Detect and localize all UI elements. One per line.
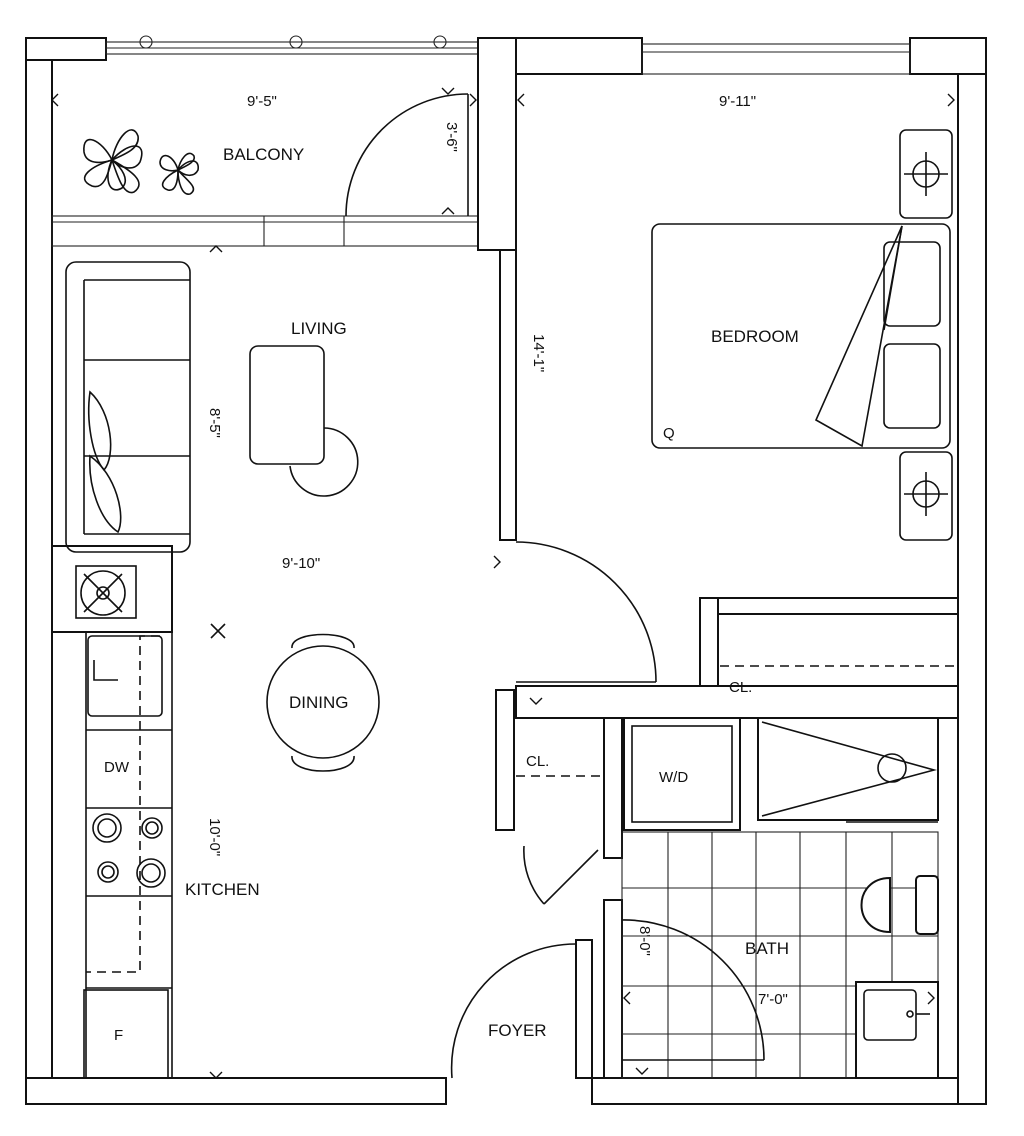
room-label-foyer: FOYER <box>488 1021 547 1040</box>
dishwasher-label: DW <box>104 759 130 776</box>
toilet <box>860 875 939 935</box>
wall-bottom-right <box>591 1077 987 1105</box>
stove-burner <box>97 861 119 883</box>
wall-living-kitchen <box>51 545 173 633</box>
kitchen-counter <box>83 631 173 1079</box>
wall-foyer-closet-left <box>495 689 515 831</box>
stove-burner <box>141 817 163 839</box>
room-label-living: LIVING <box>291 319 347 338</box>
coffee-table <box>249 345 359 497</box>
wall-right <box>957 37 987 1105</box>
entry-door-swing <box>450 943 577 1079</box>
dimension-living-width: 9'-10" <box>282 555 320 572</box>
dimension-kitchen-length: 10'-0" <box>206 818 223 856</box>
wall-bottom-left <box>25 1077 447 1105</box>
room-label-dining: DINING <box>289 693 349 712</box>
bed-size-label: Q <box>663 425 675 442</box>
room-label-kitchen: KITCHEN <box>185 880 260 899</box>
kitchen-sink <box>87 635 163 717</box>
closet-door-swing <box>523 845 545 905</box>
wall-top-right <box>909 37 987 75</box>
fridge-label: F <box>114 1027 123 1044</box>
floor-lamp <box>75 565 137 619</box>
bath-sink <box>855 981 939 1079</box>
nightstand-bottom <box>899 451 953 541</box>
wall-bath-top <box>515 685 959 719</box>
washer-dryer <box>623 717 741 831</box>
wall-left <box>25 37 53 1105</box>
sofa <box>65 261 191 553</box>
nightstand-top <box>899 129 953 219</box>
bed <box>651 223 951 449</box>
bathtub <box>757 717 939 823</box>
dimension-bedroom-width: 9'-11" <box>719 93 756 110</box>
room-label-bedroom: BEDROOM <box>711 327 799 346</box>
wall-top-left <box>25 37 107 61</box>
bedroom-door-swing <box>515 541 657 683</box>
washer-dryer-label: W/D <box>659 769 688 786</box>
dimension-living-depth: 8'-5" <box>206 408 223 438</box>
balcony-plants <box>83 129 199 195</box>
balcony-sliding-door <box>51 215 479 247</box>
wall-foyer-door-jamb <box>575 939 593 1079</box>
fridge <box>83 989 169 1079</box>
walls <box>25 35 987 1105</box>
stove-burner <box>136 858 166 888</box>
wall-bath-left <box>603 899 623 1079</box>
dimension-bath-depth: 8'-0" <box>636 926 653 956</box>
dimension-bedroom-depth: 14'-1" <box>530 334 547 372</box>
balcony-door-swing <box>345 93 469 217</box>
wall-bedroom-closet <box>699 597 959 615</box>
bedroom-window <box>641 43 911 75</box>
dining-table <box>266 633 380 772</box>
dimension-bath-width: 7'-0" <box>758 991 788 1008</box>
room-label-bedroom-closet: CL. <box>729 679 752 696</box>
room-label-foyer-closet: CL. <box>526 753 549 770</box>
wall-partition <box>499 249 517 541</box>
wall-closet-right <box>603 717 623 859</box>
stove-burner <box>92 813 122 843</box>
dimension-balcony-width: 9'-5" <box>247 93 277 110</box>
dimension-balcony-depth: 3'-6" <box>443 122 460 152</box>
room-label-bath: BATH <box>745 939 789 958</box>
room-label-balcony: BALCONY <box>223 145 304 164</box>
bath-door-swing <box>621 919 765 1061</box>
dimension-markers <box>51 87 955 1079</box>
